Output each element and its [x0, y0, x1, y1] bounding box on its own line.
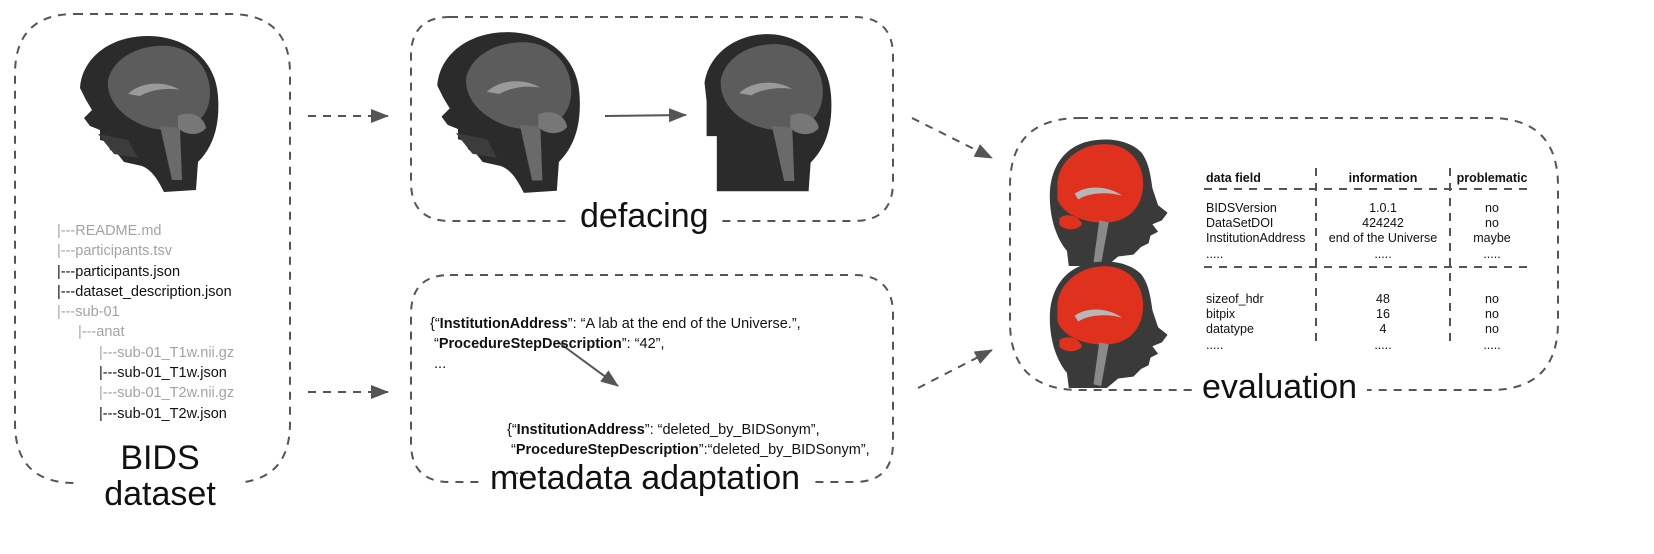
- metadata-before-line2: “ProcedureStepDescription”: “42”,: [430, 336, 665, 352]
- metadata-after-key1: InstitutionAddress: [516, 422, 645, 438]
- table-cell-information: 1.0.1: [1369, 201, 1397, 215]
- table-cell-field: DataSetDOI: [1206, 216, 1274, 231]
- table-cell-field: datatype: [1206, 322, 1254, 337]
- table-cell-problematic: no: [1485, 201, 1499, 215]
- metadata-after-ellipsis: ...: [511, 462, 524, 478]
- metadata-before-value1: “A lab at the end of the Universe.”,: [580, 316, 801, 332]
- label-evaluation: evaluation: [1192, 369, 1368, 405]
- arrow-defacing-step: [604, 108, 687, 123]
- defacing-box: [410, 16, 894, 222]
- metadata-after-line1: {“InstitutionAddress”: “deleted_by_BIDSo…: [507, 422, 820, 438]
- table-cell-information: 16: [1376, 307, 1390, 322]
- metadata-before-key2: ProcedureStepDescription: [438, 336, 622, 352]
- table-cell-problematic: .....: [1483, 246, 1501, 261]
- arrow-defacing-to-evaluation: [911, 117, 993, 159]
- metadata-after-key2: ProcedureStepDescription: [515, 442, 699, 458]
- brain-image-red-bottom: [1049, 261, 1168, 388]
- arrow-metadata-to-evaluation: [917, 349, 993, 389]
- brain-image-original: [437, 32, 580, 193]
- file-tree-item: |---participants.json: [57, 263, 181, 280]
- file-tree-item: |---README.md: [57, 223, 162, 239]
- metadata-before-key1: InstitutionAddress: [439, 316, 568, 332]
- table-cell-problematic: .....: [1483, 337, 1501, 352]
- metadata-after: {“InstitutionAddress”: “deleted_by_BIDSo…: [507, 400, 870, 500]
- table-cell-problematic: no: [1485, 322, 1499, 337]
- table-header-information: information: [1348, 171, 1418, 185]
- brain-image-defaced: [704, 34, 832, 192]
- table-cell-information: 48: [1376, 292, 1390, 306]
- table-cell-field: .....: [1206, 246, 1224, 261]
- file-tree-item: |---sub-01_T2w.json: [99, 405, 227, 422]
- table-header-problematic: problematic: [1456, 171, 1528, 185]
- table-header-field: data field: [1206, 171, 1261, 185]
- metadata-after-line3: ...: [507, 460, 870, 480]
- table-cell-information: end of the Universe: [1328, 231, 1438, 246]
- evaluation-box: [1009, 117, 1559, 391]
- file-tree-item: |---participants.tsv: [57, 243, 172, 260]
- table-cell-field: InstitutionAddress: [1206, 231, 1306, 246]
- arrow-metadata-step: [557, 341, 619, 387]
- file-tree-item: |---anat: [78, 324, 125, 341]
- label-bids-dataset: BIDS dataset: [80, 440, 240, 512]
- table-cell-problematic: no: [1485, 216, 1499, 231]
- table-cell-field: BIDSVersion: [1206, 201, 1277, 215]
- label-defacing: defacing: [570, 198, 719, 234]
- brain-image-red-top: [1049, 139, 1168, 266]
- table-cell-field: sizeof_hdr: [1206, 292, 1264, 306]
- table-cell-information: 4: [1379, 322, 1387, 337]
- table-cell-field: .....: [1206, 337, 1224, 352]
- table-cell-problematic: maybe: [1473, 231, 1511, 246]
- file-tree-item: |---sub-01: [57, 304, 120, 321]
- metadata-before: {“InstitutionAddress”: “A lab at the end…: [430, 294, 801, 394]
- file-tree-item: |---sub-01_T1w.nii.gz: [99, 344, 235, 361]
- table-cell-problematic: no: [1485, 307, 1499, 322]
- label-bids-line1: BIDS: [120, 439, 200, 477]
- label-bids-line2: dataset: [104, 475, 216, 513]
- file-tree-item: |---dataset_description.json: [57, 283, 232, 300]
- table-cell-information: 424242: [1362, 216, 1404, 231]
- bids-dataset-box: [14, 13, 291, 484]
- table-cell-field: bitpix: [1206, 307, 1236, 322]
- label-metadata-adaptation: metadata adaptation: [480, 460, 811, 496]
- brain-image-dataset: [80, 36, 219, 192]
- metadata-after-value2: “deleted_by_BIDSonym”,: [707, 442, 870, 458]
- metadata-before-line1: {“InstitutionAddress”: “A lab at the end…: [430, 316, 801, 332]
- file-tree-item: |---sub-01_T1w.json: [99, 365, 227, 382]
- table-cell-information: .....: [1374, 337, 1392, 352]
- metadata-after-line2: “ProcedureStepDescription”:“deleted_by_B…: [507, 442, 870, 458]
- table-cell-information: .....: [1374, 246, 1392, 261]
- metadata-before-value2: “42”,: [634, 336, 665, 352]
- table-cell-problematic: no: [1485, 292, 1499, 306]
- file-tree-item: |---sub-01_T2w.nii.gz: [99, 385, 235, 402]
- metadata-before-line3: ...: [430, 354, 801, 374]
- file-tree: |---README.md |---participants.tsv |---par…: [57, 221, 234, 424]
- metadata-before-ellipsis: ...: [434, 356, 447, 372]
- metadata-after-value1: “deleted_by_BIDSonym”,: [657, 422, 820, 438]
